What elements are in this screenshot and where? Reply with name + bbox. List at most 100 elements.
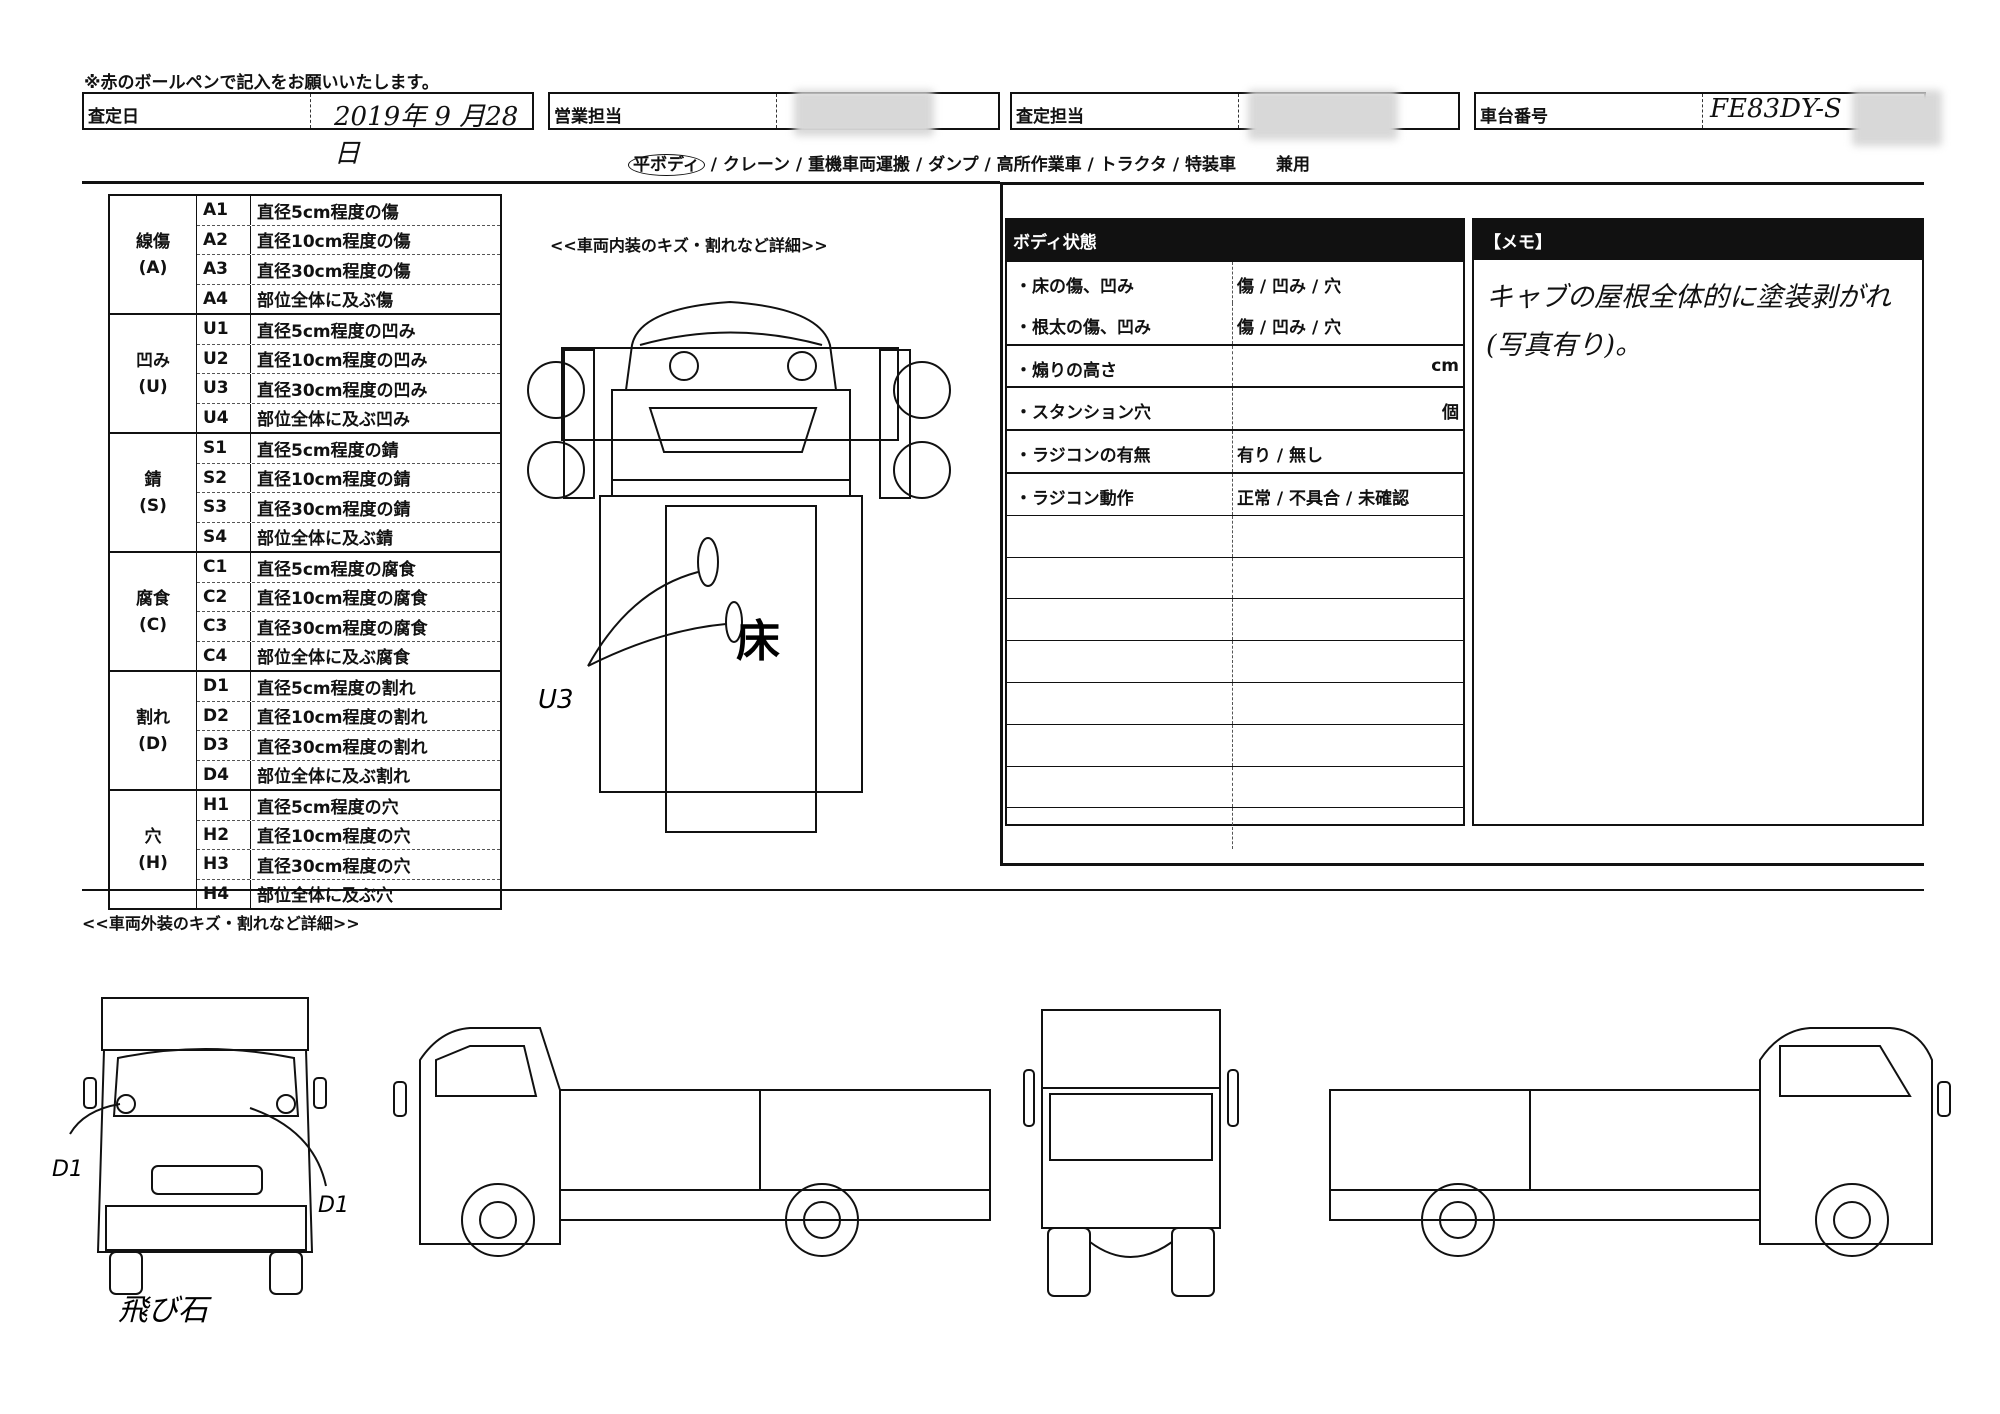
memo-text[interactable]: キャブの屋根全体的に塗装剥がれ (写真有り)。 <box>1486 274 1906 370</box>
leader-line-2 <box>587 623 727 667</box>
body-state-empty-row <box>1007 807 1463 850</box>
memo-line-1: キャブの屋根全体的に塗装剥がれ <box>1486 282 1891 313</box>
interior-title: <<車両内装のキズ・割れなど詳細>> <box>550 236 828 255</box>
wheel-rear-left <box>527 441 585 499</box>
body-state-value[interactable]: 傷 / 凹み / 穴 <box>1237 317 1342 338</box>
redacted-assessor-name <box>1248 90 1398 140</box>
truck-right-side-view <box>1329 1027 1951 1257</box>
body-state-row: ・煽りの高さ cm <box>1007 343 1463 387</box>
body-state-value[interactable]: cm <box>1431 355 1459 376</box>
damage-code-description: 直径30cm程度の穴 <box>257 856 411 877</box>
damage-code-description: 直径5cm程度の割れ <box>257 678 416 699</box>
body-state-value[interactable]: 傷 / 凹み / 穴 <box>1237 277 1342 297</box>
cab-roof <box>624 300 838 391</box>
damage-code: A2 <box>197 225 251 254</box>
damage-code: D4 <box>197 760 251 789</box>
body-state-label: ・煽りの高さ <box>1007 345 1233 387</box>
body-state-empty-row <box>1007 556 1463 599</box>
damage-code-description: 直径5cm程度の穴 <box>257 797 399 818</box>
damage-group-letter: (H) <box>138 852 168 873</box>
body-state-row: ・床の傷、凹み傷 / 凹み / 穴 <box>1007 260 1463 303</box>
damage-mark-2 <box>725 601 743 643</box>
body-state-label: ・ラジコン動作 <box>1007 473 1233 515</box>
body-state-value[interactable]: 個 <box>1442 403 1459 424</box>
damage-code: A3 <box>197 255 251 284</box>
floor-label: 床 <box>736 616 780 667</box>
truck-left-side-view <box>393 1027 991 1257</box>
damage-group-label: 穴 <box>144 826 162 847</box>
damage-code-row: H3 直径30cm程度の穴 <box>197 849 500 879</box>
body-type-options: 平ボディ / クレーン / 重機車両運搬 / ダンプ / 高所作業車 / トラク… <box>628 150 1310 176</box>
body-state-label: ・床の傷、凹み <box>1007 262 1233 303</box>
damage-group-name: 線傷(A) <box>110 196 197 313</box>
exterior-title: <<車両外装のキズ・割れなど詳細>> <box>82 914 360 933</box>
body-state-value[interactable]: 有り / 無し <box>1237 446 1324 467</box>
damage-group-label: 割れ <box>136 707 170 728</box>
chassis-box: 車台番号 FE83DY-S <box>1474 90 1942 146</box>
instruction-note: ※赤のボールペンで記入をお願いいたします。 <box>84 73 439 93</box>
body-state-empty-row <box>1007 681 1463 724</box>
damage-group-name: 割れ (D) <box>110 672 197 789</box>
leader-line-1 <box>587 571 699 667</box>
body-type-selected[interactable]: 平ボディ <box>628 154 705 176</box>
right-frame <box>1000 182 1924 866</box>
assess-date-value[interactable]: 2019年 9 月28日 <box>334 102 519 169</box>
damage-group-name: 錆 (S) <box>110 434 197 551</box>
damage-code-row: A2 直径10cm程度の傷 <box>197 224 500 254</box>
damage-code: U4 <box>197 403 251 432</box>
damage-code-description: 直径10cm程度の凹み <box>257 351 428 372</box>
exterior-diagram: D1 D1 飛び石 <box>52 997 1951 1328</box>
damage-code-description: 部位全体に及ぶ割れ <box>257 767 410 788</box>
damage-code-description: 直径30cm程度の凹み <box>257 380 428 401</box>
damage-code-description: 直径10cm程度の傷 <box>257 232 411 253</box>
redacted-chassis-number <box>1852 90 1942 146</box>
damage-code: C4 <box>197 641 251 670</box>
body-state-row: ・スタンション穴個 <box>1007 386 1463 430</box>
body-state-panel: ボディ状態 ・床の傷、凹み傷 / 凹み / 穴・根太の傷、凹み傷 / 凹み / … <box>1005 218 1465 850</box>
body-type-others: / クレーン / 重機車両運搬 / ダンプ / 高所作業車 / トラクタ / 特… <box>710 155 1237 175</box>
assessor-box: 査定担当 <box>1010 90 1460 140</box>
damage-code: H3 <box>197 850 251 879</box>
damage-code: D3 <box>197 731 251 760</box>
damage-code-description: 直径10cm程度の錆 <box>257 470 411 491</box>
body-type-extra: 兼用 <box>1275 155 1310 175</box>
body-state-empty-row <box>1007 640 1463 682</box>
section-divider <box>82 889 1924 891</box>
body-state-empty-row <box>1007 514 1463 557</box>
damage-group-label: 凹み <box>136 350 170 371</box>
damage-group-label: 錆 <box>144 469 162 490</box>
deck-outline <box>599 495 863 793</box>
body-state-title: ボディ状態 <box>1007 220 1463 260</box>
exterior-mark-left: D1 <box>52 1157 83 1182</box>
damage-code-description: 直径30cm程度の傷 <box>257 261 411 282</box>
damage-code: A1 <box>197 196 251 225</box>
damage-group-letter: (S) <box>139 495 167 516</box>
chassis-label: 車台番号 <box>1480 107 1548 127</box>
damage-code-description: 直径5cm程度の腐食 <box>257 559 416 580</box>
damage-group-letter: (D) <box>138 733 168 754</box>
body-state-row: ・ラジコンの有無有り / 無し <box>1007 429 1463 472</box>
damage-code: C1 <box>197 553 251 582</box>
body-state-value[interactable]: 正常 / 不具合 / 未確認 <box>1237 488 1410 509</box>
body-state-label: ・根太の傷、凹み <box>1007 302 1233 344</box>
chassis-value[interactable]: FE83DY-S <box>1710 94 1842 124</box>
redacted-sales-name <box>794 90 934 136</box>
damage-code-description: 部位全体に及ぶ傷 <box>257 291 393 312</box>
damage-code: D2 <box>197 701 251 730</box>
